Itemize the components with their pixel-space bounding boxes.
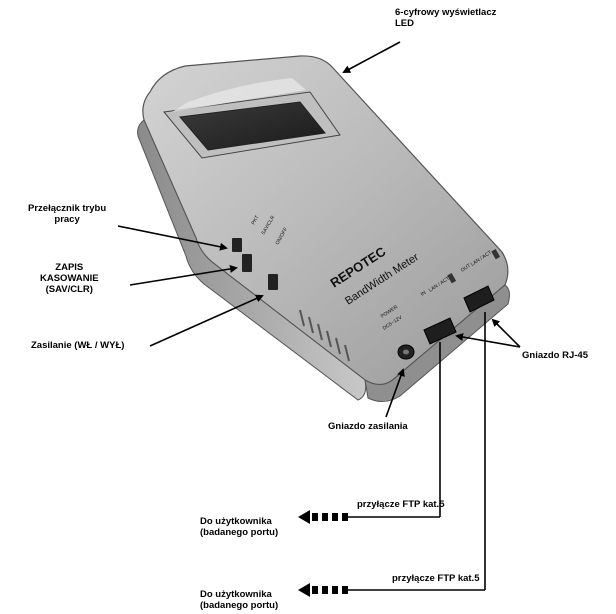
side-label-3: PKT xyxy=(251,215,261,226)
rj45-ports xyxy=(423,249,501,345)
mode-switch xyxy=(232,238,242,252)
power-switch-label: Zasilanie (WŁ / WYŁ) xyxy=(31,340,125,351)
power-socket xyxy=(397,344,415,360)
rj45-in-port xyxy=(423,317,457,345)
save-clear-label: ZAPIS KASOWANIE (SAV/CLR) xyxy=(40,262,99,295)
user-label-1: Do użytkownika (badanego portu) xyxy=(200,516,279,538)
ftp-cable-label-2: przyłącze FTP kat.5 xyxy=(392,573,480,584)
led-display-label: 6-cyfrowy wyświetlacz LED xyxy=(395,7,497,29)
user-arrow-1 xyxy=(298,510,348,524)
led-indicator xyxy=(447,273,457,284)
cable-lines xyxy=(348,312,486,591)
power-switch xyxy=(268,274,278,290)
user-label-2: Do użytkownika (badanego portu) xyxy=(200,589,279,611)
ftp-cable-label-1: przyłącze FTP kat.5 xyxy=(357,499,445,510)
mode-switch-label: Przełącznik trybu pracy xyxy=(28,203,107,225)
vent-slots xyxy=(299,309,350,362)
power-socket-label: Gniazdo zasilania xyxy=(328,421,408,432)
user-arrow-2 xyxy=(298,583,348,597)
port-in-label: IN xyxy=(420,290,428,298)
led-indicator xyxy=(491,249,501,260)
port-out-label: OUT xyxy=(460,263,472,274)
rj45-label: Gniazdo RJ-45 xyxy=(522,350,588,361)
rj45-out-port xyxy=(463,285,495,313)
led-screen xyxy=(163,78,341,159)
callout-arrows xyxy=(117,41,521,418)
side-switches xyxy=(232,238,278,290)
save-clear-button xyxy=(242,254,252,272)
